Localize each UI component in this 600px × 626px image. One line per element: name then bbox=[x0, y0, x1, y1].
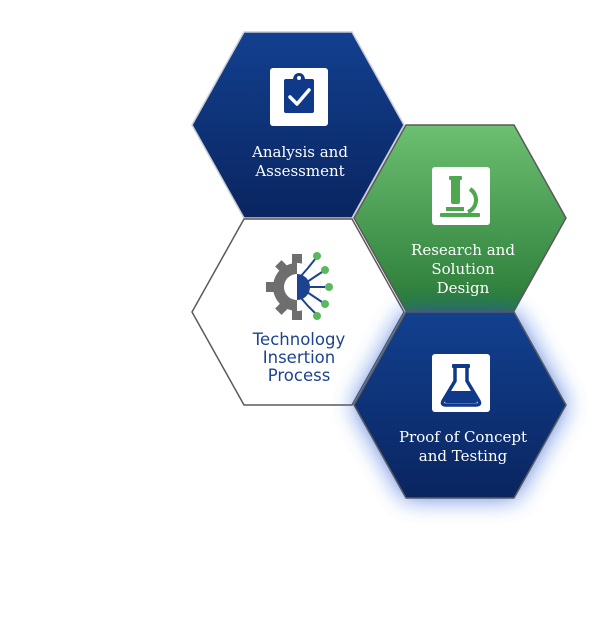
hexagon-center bbox=[191, 218, 405, 406]
label-research-line1: Research and bbox=[411, 241, 515, 259]
hexagon-proof bbox=[353, 311, 567, 499]
label-proof-line1: Proof of Concept bbox=[398, 428, 528, 446]
label-analysis: Analysis and Assessment bbox=[252, 143, 348, 181]
label-center-line1: Technology bbox=[252, 330, 346, 349]
label-research-line2: Solution bbox=[431, 260, 495, 278]
gear-circuit-icon bbox=[266, 252, 333, 320]
label-proof: Proof of Concept and Testing bbox=[399, 428, 527, 466]
hexagon-analysis bbox=[191, 31, 405, 219]
label-analysis-line1: Analysis and bbox=[252, 143, 348, 161]
hexagon-research bbox=[353, 124, 567, 312]
flask-icon bbox=[432, 354, 490, 412]
label-center: Technology Insertion Process bbox=[253, 331, 345, 385]
label-research-line3: Design bbox=[436, 279, 490, 297]
microscope-icon bbox=[432, 167, 490, 225]
label-research: Research and Solution Design bbox=[411, 241, 515, 298]
clipboard-check-icon bbox=[270, 68, 328, 126]
label-center-line3: Process bbox=[267, 366, 331, 385]
label-center-line2: Insertion bbox=[262, 348, 336, 367]
label-proof-line2: and Testing bbox=[418, 447, 508, 465]
label-analysis-line2: Assessment bbox=[255, 162, 345, 180]
